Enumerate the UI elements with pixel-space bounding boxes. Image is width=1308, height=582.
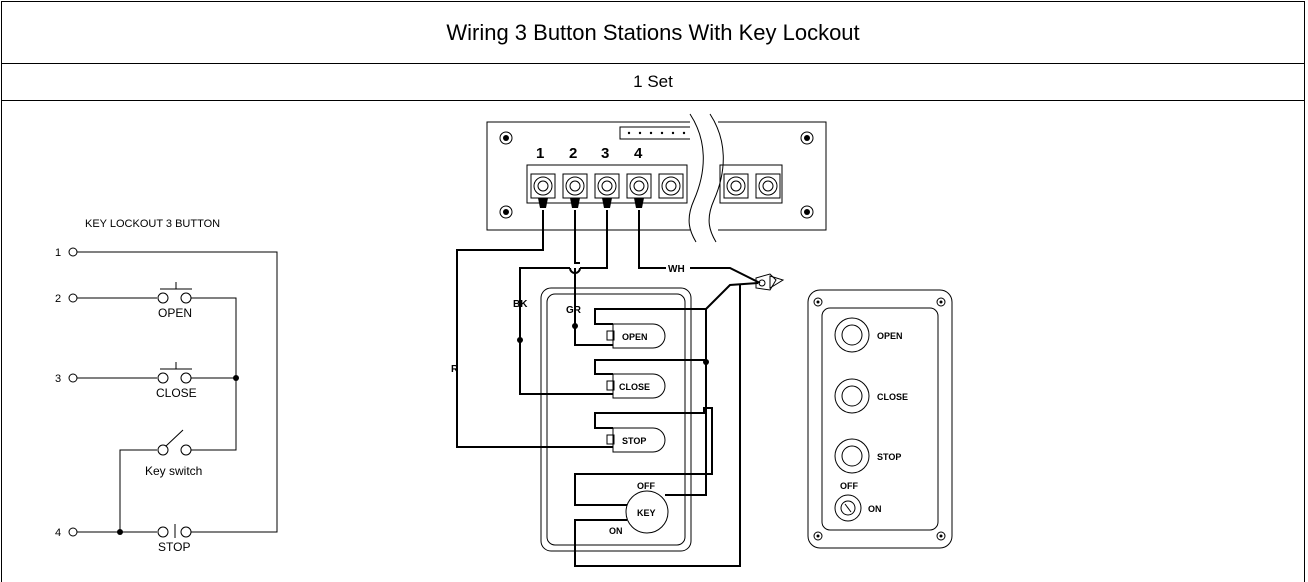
ladder-schematic: KEY LOCKOUT 3 BUTTON 1 2 3 4 OPEN [55, 218, 278, 554]
schematic-key-switch-label: Key switch [145, 464, 202, 478]
svg-text:CLOSE: CLOSE [619, 382, 650, 392]
svg-text:CLOSE: CLOSE [877, 392, 908, 402]
station-jumpers [574, 285, 741, 567]
break-line-right [708, 113, 724, 243]
schematic-junction-4 [117, 529, 123, 535]
station-key-switch: KEY [625, 490, 669, 534]
front-corner-screw-icon [813, 297, 946, 541]
break-line-left [688, 113, 704, 243]
front-off-label: OFF [840, 481, 858, 491]
schematic-terminal-2-node [68, 293, 78, 303]
svg-text:STOP: STOP [622, 436, 646, 446]
strip-number-3: 3 [601, 145, 609, 162]
schematic-line-1 [77, 251, 278, 533]
schematic-junction-3 [233, 375, 239, 381]
schematic-terminal-4: 4 [55, 527, 61, 539]
station-button-close: CLOSE [606, 373, 666, 399]
schematic-stop-label: STOP [158, 540, 190, 554]
wire-label-red: R [451, 364, 459, 375]
wire-label-green: GR [566, 305, 582, 316]
front-enclosure-inner [821, 307, 939, 531]
diagram-body [1, 100, 1305, 582]
station-on-label: ON [609, 526, 623, 536]
schematic-terminal-1-node [68, 247, 78, 257]
schematic-heading: KEY LOCKOUT 3 BUTTON [85, 218, 220, 230]
station-off-label: OFF [637, 481, 655, 491]
svg-text:OPEN: OPEN [877, 331, 903, 341]
terminal-strip: 1 2 3 4 [486, 112, 827, 243]
svg-text:STOP: STOP [877, 452, 901, 462]
strip-number-1: 1 [536, 145, 544, 162]
wire-label-white: WH [668, 264, 685, 275]
schematic-key-switch [157, 444, 169, 456]
wire-nut-icon [755, 273, 785, 291]
station-enclosure-inner [546, 293, 686, 546]
wire-label-black: BK [513, 299, 528, 310]
strip-number-2: 2 [569, 145, 577, 162]
field-wires [456, 210, 761, 448]
schematic-terminal-3-node [68, 373, 78, 383]
schematic-terminal-4-node [68, 527, 78, 537]
front-enclosure-outer [807, 289, 953, 549]
schematic-terminal-2: 2 [55, 293, 61, 305]
schematic-open-label: OPEN [158, 306, 192, 320]
front-button-open: OPEN [834, 317, 903, 353]
strip-number-4: 4 [634, 145, 643, 162]
front-button-stop: STOP [834, 438, 901, 474]
station-enclosure-outer [540, 287, 692, 552]
front-station: OPEN CLOSE STOP OFF ON [807, 289, 953, 549]
terminal-board [486, 121, 827, 231]
front-key-switch-icon [834, 494, 862, 522]
schematic-terminal-3: 3 [55, 373, 61, 385]
terminal-screw-icon [530, 173, 781, 199]
station-button-stop: STOP [606, 427, 666, 453]
station-button-open: OPEN [606, 323, 666, 349]
front-button-close: CLOSE [834, 378, 908, 414]
svg-text:KEY: KEY [637, 508, 656, 518]
front-on-label: ON [868, 504, 882, 514]
terminal-block-left [526, 164, 688, 204]
svg-text:OPEN: OPEN [622, 332, 648, 342]
schematic-close-label: CLOSE [156, 386, 197, 400]
diagram-subtitle: 1 Set [1, 63, 1305, 101]
schematic-terminal-1: 1 [55, 247, 61, 259]
board-screw-icon [499, 131, 814, 219]
wiring-station: OPEN CLOSE STOP KEY OFF ON [540, 285, 741, 567]
diagram-title: Wiring 3 Button Stations With Key Lockou… [1, 1, 1305, 63]
